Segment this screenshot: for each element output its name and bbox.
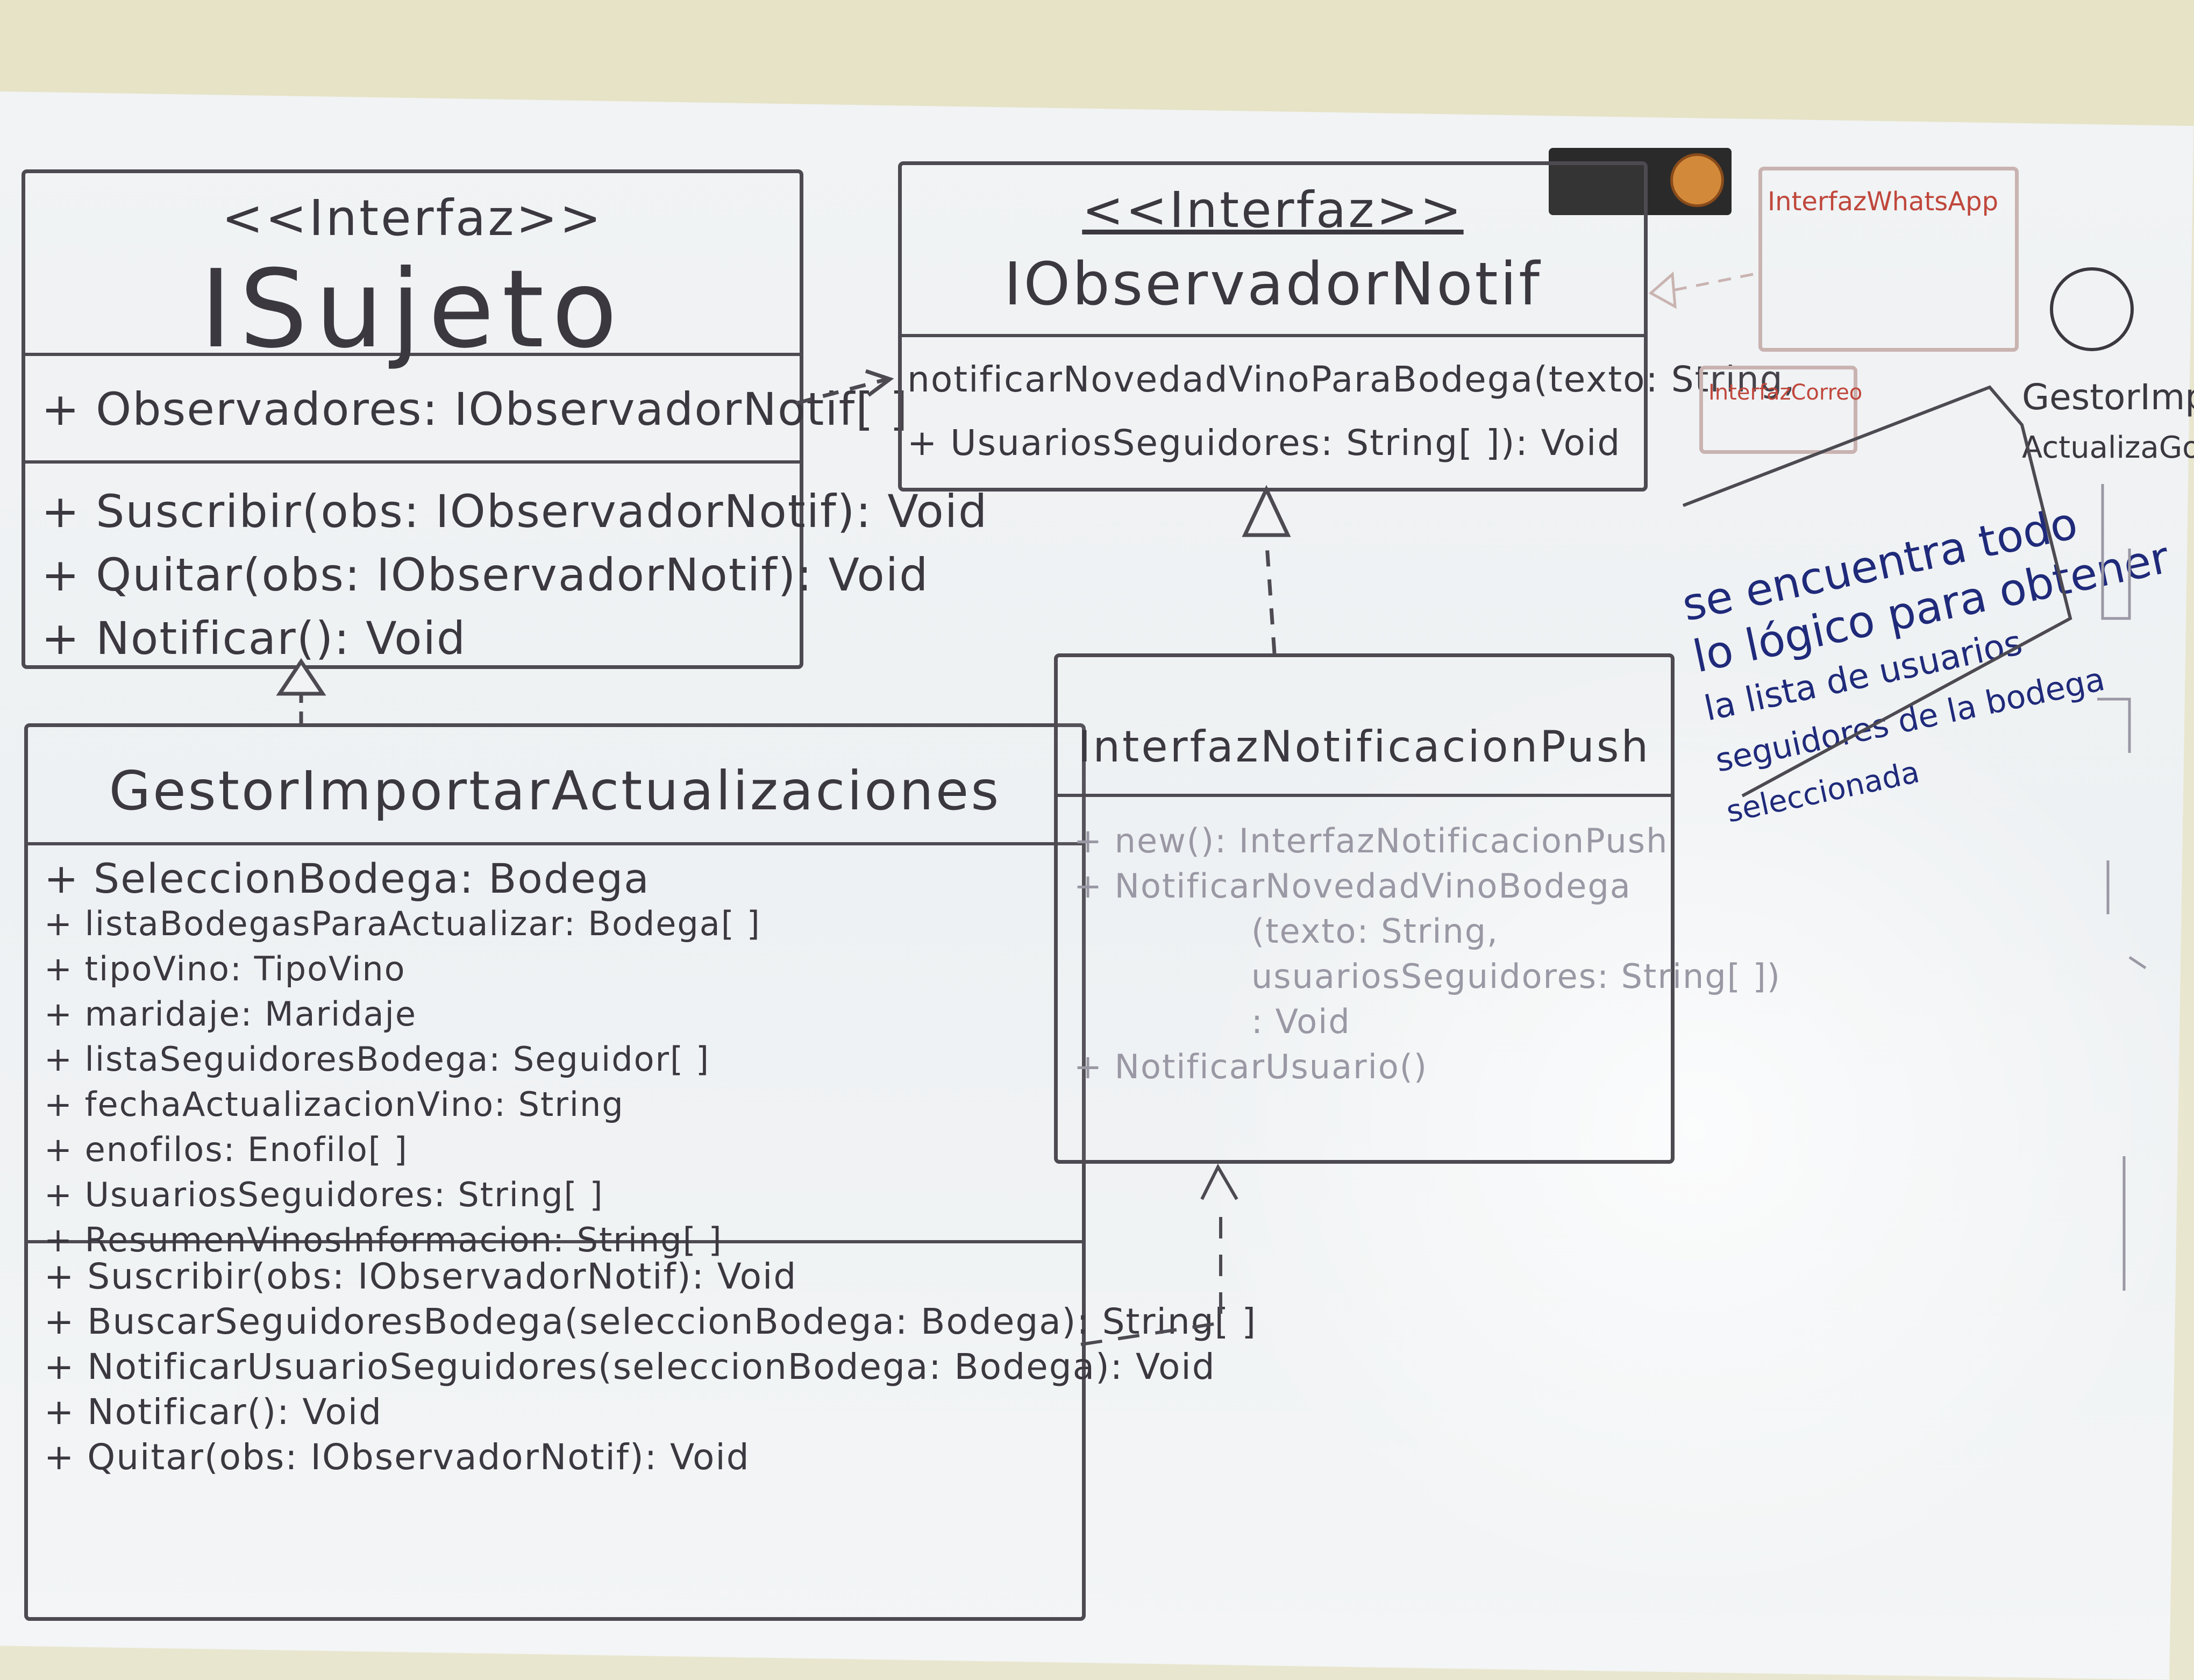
iobservador-class-box: <<Interfaz>> IObservadorNotif notificarN… (898, 161, 1796, 492)
iobservador-methods: notificarNovedadVinoParaBodega(texto: St… (902, 337, 1796, 475)
light-glare (1183, 645, 2194, 1613)
gestor-attribute: + fechaActualizacionVino: String (44, 1085, 624, 1124)
association-line (1080, 1205, 1222, 1346)
gestor-method: + Quitar(obs: IObservadorNotif): Void (44, 1436, 750, 1478)
gestor-attribute: + UsuariosSeguidores: String[ ] (44, 1175, 604, 1214)
cycle-icon (2050, 267, 2134, 351)
gestor-name: GestorImportarActualizaciones (109, 759, 1001, 822)
note-outline (1682, 385, 2072, 798)
gestor-method: + BuscarSeguidoresBodega(seleccionBodega… (44, 1301, 1257, 1342)
side-label: GestorImp (2022, 376, 2194, 418)
realization-triangle (1242, 485, 1291, 537)
interfaz-push-method: + NotificarNovedadVinoBodega (1074, 866, 1632, 906)
iobservador-method: + UsuariosSeguidores: String[ ]): Void (907, 422, 1621, 464)
correo-interface-label: InterfazCorreo (1708, 380, 1863, 405)
isujeto-stereotype: <<Interfaz>> (222, 189, 603, 247)
interfaz-push-method: + NotificarUsuario() (1074, 1047, 1428, 1086)
realization-triangle (276, 658, 326, 696)
sticker-logo-icon (1670, 153, 1724, 207)
realization-line (1672, 273, 1754, 292)
interfaz-push-method: (texto: String, (1251, 912, 1499, 951)
gestor-header: GestorImportarActualizaciones (28, 727, 1082, 845)
whatsapp-interface-label: InterfazWhatsApp (1768, 187, 1999, 217)
isujeto-name: ISujeto (200, 247, 625, 372)
association-arrowhead (1200, 1163, 1238, 1200)
iobservador-name: IObservadorNotif (1004, 250, 1542, 318)
interfaz-push-header: InterfazNotificacionPush (1058, 657, 1671, 797)
gestor-method: + Notificar(): Void (44, 1391, 383, 1433)
isujeto-method: + Notificar(): Void (41, 612, 467, 665)
gestor-attribute: + ResumenVinosInformacion: String[ ] (44, 1220, 723, 1259)
gestor-attribute: + SeleccionBodega: Bodega (44, 855, 650, 902)
interfaz-push-name: InterfazNotificacionPush (1078, 722, 1651, 772)
gestor-attribute: + listaSeguidoresBodega: Seguidor[ ] (44, 1040, 710, 1079)
interfaz-push-class-box: InterfazNotificacionPush + new(): Interf… (1054, 653, 1781, 1164)
isujeto-class-box: <<Interfaz>> ISujeto + Observadores: IOb… (22, 169, 987, 669)
right-edge-lines (2097, 484, 2147, 1291)
gestor-attribute: + tipoVino: TipoVino (44, 949, 406, 988)
whatsapp-interface-box: InterfazWhatsApp (1758, 167, 2019, 352)
gestor-methods: + Suscribir(obs: IObservadorNotif): Void… (28, 1243, 1257, 1480)
interfaz-push-method: : Void (1251, 1002, 1351, 1041)
gestor-attribute: + maridaje: Maridaje (44, 994, 417, 1034)
interfaz-push-method: + new(): InterfazNotificacionPush (1074, 821, 1669, 860)
gestor-method: + Suscribir(obs: IObservadorNotif): Void (44, 1256, 797, 1297)
dependency-arrowhead (865, 369, 894, 397)
gestor-attribute: + enofilos: Enofilo[ ] (44, 1130, 408, 1169)
interfaz-push-methods: + new(): InterfazNotificacionPush + Noti… (1058, 797, 1781, 1090)
isujeto-attribute: + Observadores: IObservadorNotif[ ] (41, 383, 909, 436)
sticker-label (1549, 148, 1732, 215)
iobservador-method: notificarNovedadVinoParaBodega(texto: St… (907, 359, 1796, 400)
dependency-arrow (795, 377, 888, 405)
realization-line (1264, 537, 1277, 654)
gestor-method: + NotificarUsuarioSeguidores(seleccionBo… (44, 1346, 1216, 1387)
gestor-class-box: GestorImportarActualizaciones + Seleccio… (24, 723, 1257, 1621)
gestor-attribute: + listaBodegasParaActualizar: Bodega[ ] (44, 904, 761, 943)
side-label: ActualizaGo (2022, 430, 2194, 465)
gestor-attributes: + SeleccionBodega: Bodega + listaBodegas… (28, 845, 1082, 1259)
isujeto-method: + Quitar(obs: IObservadorNotif): Void (41, 549, 929, 601)
iobservador-stereotype: <<Interfaz>> (1082, 181, 1464, 239)
interfaz-push-method: usuariosSeguidores: String[ ]) (1251, 957, 1781, 996)
iobservador-header: <<Interfaz>> IObservadorNotif (902, 165, 1644, 337)
isujeto-attributes: + Observadores: IObservadorNotif[ ] (25, 356, 909, 464)
connectors-layer (276, 267, 2147, 1346)
correo-interface-box: InterfazCorreo (1699, 366, 1863, 454)
realization-triangle (1648, 271, 1677, 309)
isujeto-header: <<Interfaz>> ISujeto (25, 173, 800, 372)
